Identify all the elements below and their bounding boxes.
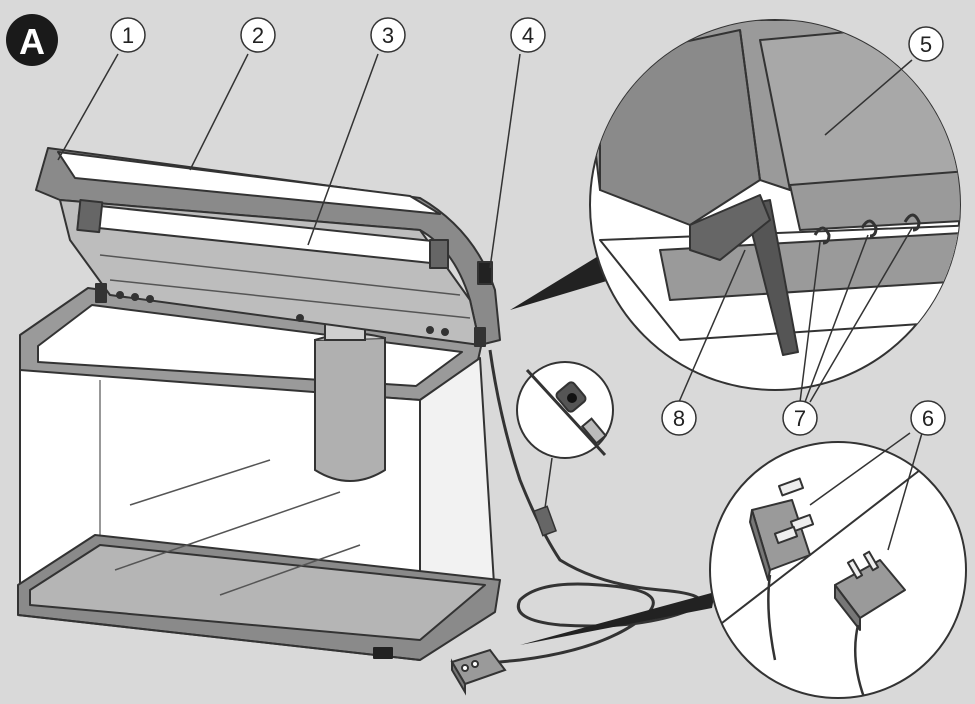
leader-lines xyxy=(57,53,923,551)
callout-3-label: 3 xyxy=(382,23,394,48)
callout-1-label: 1 xyxy=(122,23,134,48)
figure-badge-letter: A xyxy=(19,21,45,62)
callout-6-label: 6 xyxy=(922,406,934,431)
hinge-detail xyxy=(510,19,961,391)
plug-detail xyxy=(520,441,967,699)
callout-4: 4 xyxy=(510,17,546,53)
aquarium-tank xyxy=(17,287,501,661)
callout-1: 1 xyxy=(110,17,146,53)
callout-5: 5 xyxy=(908,26,944,62)
cable-connector xyxy=(533,505,557,537)
callout-6: 6 xyxy=(910,400,946,436)
callout-7-label: 7 xyxy=(794,406,806,431)
callout-2-label: 2 xyxy=(252,23,264,48)
aquarium-lid xyxy=(35,147,501,347)
internal-filter xyxy=(314,321,386,482)
callout-3: 3 xyxy=(370,17,406,53)
connector-detail xyxy=(516,361,614,509)
callout-8-label: 8 xyxy=(673,406,685,431)
callout-7: 7 xyxy=(782,400,818,436)
callout-8: 8 xyxy=(661,400,697,436)
callout-5-label: 5 xyxy=(920,32,932,57)
figure-badge: A xyxy=(6,14,58,66)
callout-4-label: 4 xyxy=(522,23,534,48)
power-adapter-small xyxy=(450,648,507,696)
callout-2: 2 xyxy=(240,17,276,53)
